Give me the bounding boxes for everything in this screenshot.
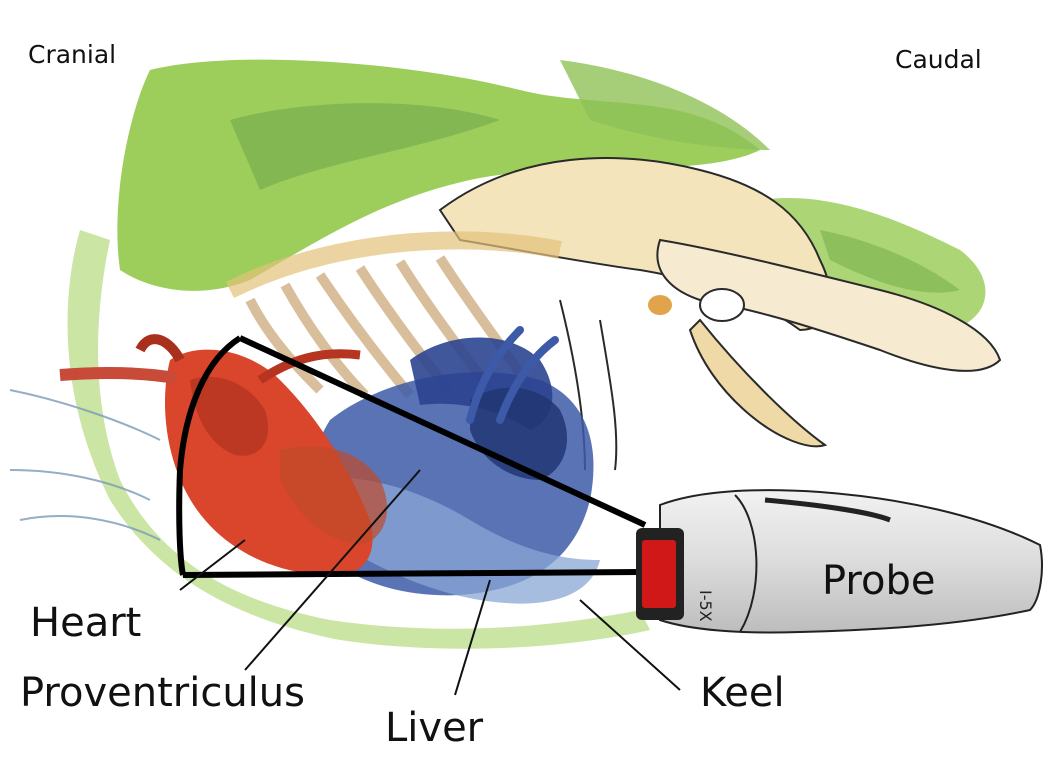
keel-label: Keel [700,670,785,716]
cranial-label: Cranial [28,40,116,69]
liver-label: Liver [385,705,483,751]
probe-transducer-face [642,540,676,608]
heart-label: Heart [30,600,141,646]
probe-marking: I-5X [696,590,715,622]
caudal-label: Caudal [895,45,982,74]
proventriculus-label: Proventriculus [20,670,305,716]
probe-label: Probe [822,558,935,604]
